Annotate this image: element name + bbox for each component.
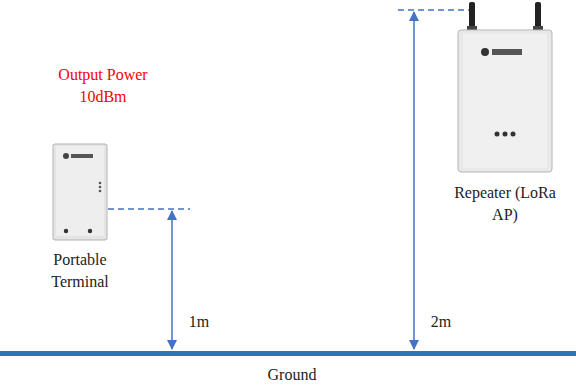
device-caption: Repeater (LoRa AP) (450, 182, 560, 226)
ground-label: Ground (242, 364, 342, 386)
terminal-node: Portable Terminal (35, 143, 125, 293)
repeater-node: Repeater (LoRa AP) (450, 0, 560, 226)
power-label: Output Power 10dBm (48, 64, 158, 108)
height-arrow (413, 12, 415, 349)
repeater-device (455, 0, 555, 174)
ground-line (0, 351, 576, 356)
height-label: 2m (426, 311, 456, 333)
device-caption: Portable Terminal (35, 249, 125, 293)
height-guide (398, 9, 472, 11)
height-guide (108, 208, 190, 210)
height-label: 1m (184, 311, 214, 333)
height-arrow (171, 211, 173, 349)
terminal-device (52, 143, 108, 241)
